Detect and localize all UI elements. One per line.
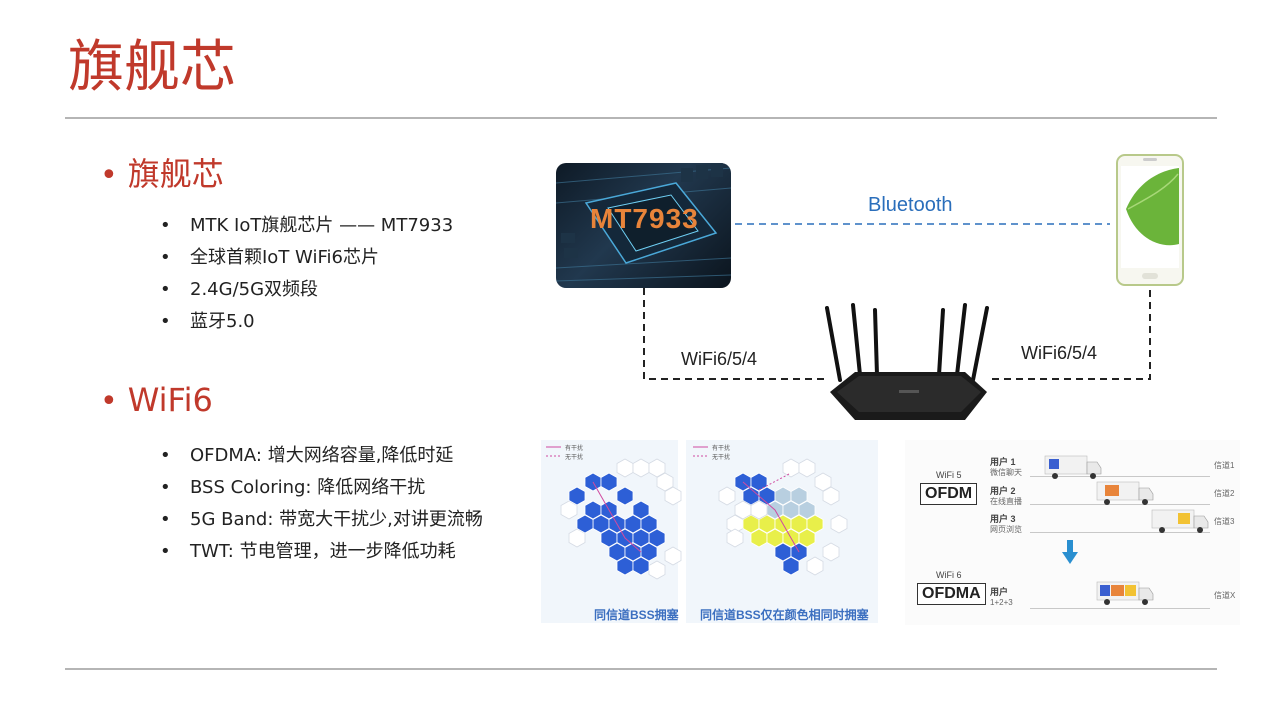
lane-line (1030, 504, 1210, 505)
channel-label: 信道X (1214, 591, 1236, 600)
bullet-item: TWT: 节电管理，进一步降低功耗 (160, 536, 483, 568)
truck-icon (1096, 481, 1154, 505)
router-image (815, 300, 1000, 435)
bullet-item: 5G Band: 带宽大干扰少,对讲更流畅 (160, 504, 483, 536)
channel-label: 信道3 (1214, 517, 1235, 526)
bullet-item: 全球首颗IoT WiFi6芯片 (160, 242, 453, 274)
bullet-item: 2.4G/5G双频段 (160, 274, 453, 306)
user-block: 用户 3 网页浏览 (990, 512, 1022, 535)
bullet-item: BSS Coloring: 降低网络干扰 (160, 472, 483, 504)
user-desc: 1+2+3 (990, 598, 1013, 607)
user-name: 用户 3 (990, 514, 1016, 524)
bss-caption-left: 同信道BSS拥塞 (594, 608, 679, 622)
user-desc: 网页浏览 (990, 525, 1022, 534)
truck-illustrations (1044, 455, 1209, 605)
lane-line (1030, 608, 1210, 609)
channel-label: 信道2 (1214, 489, 1235, 498)
section-heading-text: WiFi6 (127, 381, 213, 419)
down-arrow-icon (1062, 540, 1078, 564)
truck-icon (1096, 581, 1154, 605)
page-title: 旗舰芯 (68, 35, 236, 100)
bss-caption-right: 同信道BSS仅在颜色相同时拥塞 (700, 608, 869, 622)
legend-text: 有干扰 (565, 444, 583, 452)
wifi6-label: WiFi 6 (936, 570, 962, 580)
user-name: 用户 1 (990, 457, 1016, 467)
legend-text: 有干扰 (712, 444, 730, 452)
wifi-left-label: WiFi6/5/4 (681, 349, 758, 369)
user-desc: 在线直播 (990, 497, 1022, 506)
bluetooth-label: Bluetooth (868, 194, 953, 216)
user-name: 用户 2 (990, 486, 1016, 496)
legend-text: 无干扰 (712, 453, 730, 461)
ofdma-box: OFDMA (917, 583, 986, 605)
user-block: 用户 1 微信聊天 (990, 455, 1022, 478)
user-desc: 微信聊天 (990, 468, 1022, 477)
channel-label: 信道1 (1214, 461, 1235, 470)
chip-image (556, 163, 731, 288)
bullet-dot-icon: • (100, 384, 118, 419)
truck-icon (1151, 509, 1209, 533)
chip-bullet-list: MTK IoT旗舰芯片 —— MT7933 全球首颗IoT WiFi6芯片 2.… (160, 210, 453, 338)
router-icon (825, 303, 989, 420)
connection-lines (643, 223, 1151, 380)
section-heading-chip: • 旗舰芯 (100, 158, 224, 191)
smartphone-icon (1116, 154, 1184, 286)
bss-hex-diagram: 有干扰 无干扰 有干扰 无干扰 (546, 444, 848, 580)
wifi-right-label: WiFi6/5/4 (1021, 343, 1098, 363)
user-name: 用户 (990, 587, 1009, 597)
bullet-item: MTK IoT旗舰芯片 —— MT7933 (160, 210, 453, 242)
chip-label: MT7933 (590, 203, 699, 234)
lane-line (1030, 532, 1210, 533)
legend-text: 无干扰 (565, 453, 583, 461)
wifi5-label: WiFi 5 (936, 470, 962, 480)
section-heading-wifi6: • WiFi6 (100, 384, 213, 417)
phone-image (1116, 154, 1184, 291)
lane-line (1030, 476, 1210, 477)
bullet-dot-icon: • (100, 158, 118, 193)
user-block: 用户 1+2+3 (990, 585, 1013, 608)
bullet-item: 蓝牙5.0 (160, 306, 453, 338)
section-heading-text: 旗舰芯 (127, 155, 224, 193)
bottom-divider (65, 668, 1217, 670)
truck-icon (1044, 455, 1102, 479)
ofdm-box: OFDM (920, 483, 978, 505)
wifi6-bullet-list: OFDMA: 增大网络容量,降低时延 BSS Coloring: 降低网络干扰 … (160, 440, 483, 568)
chip-illustration (556, 163, 731, 282)
title-divider (65, 117, 1217, 119)
bullet-item: OFDMA: 增大网络容量,降低时延 (160, 440, 483, 472)
user-block: 用户 2 在线直播 (990, 484, 1022, 507)
